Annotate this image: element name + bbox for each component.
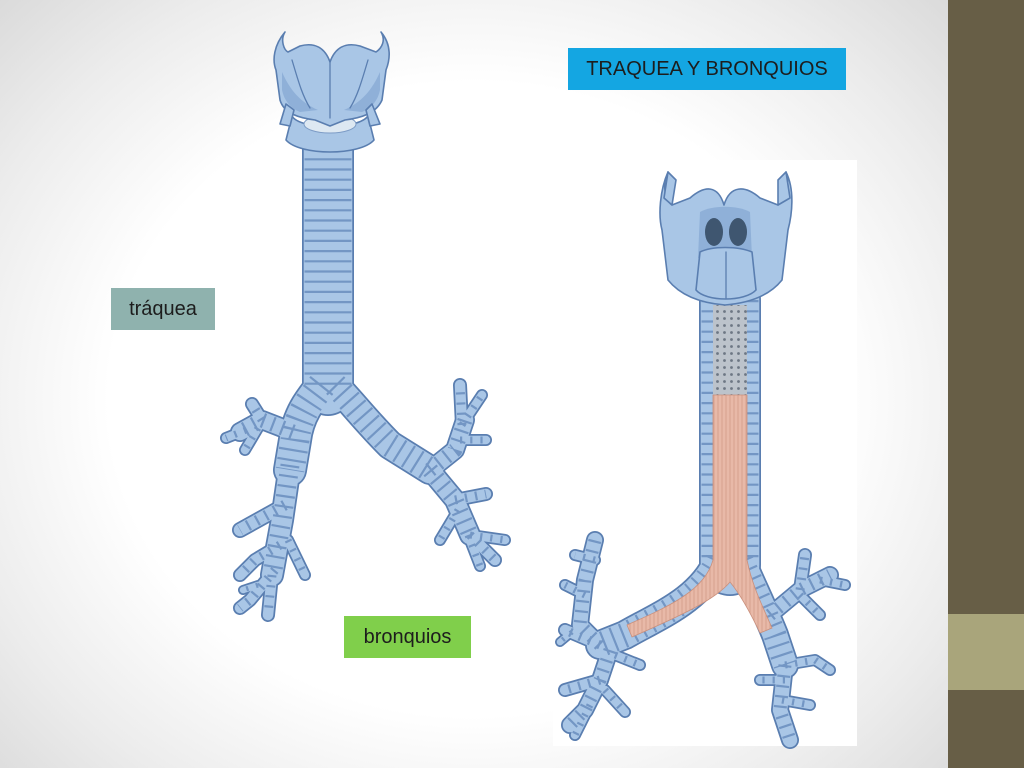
front-left-lower-bronchus-rings bbox=[262, 463, 300, 577]
front-right-lower-sub-a-fill bbox=[449, 488, 492, 506]
posterior-left-lower-branch-fill bbox=[562, 642, 618, 733]
posterior-left-lower-sub-c-rings bbox=[613, 651, 642, 669]
posterior-right-upper-sub-b-rings bbox=[819, 576, 846, 589]
front-left-upper-sub-a-fill bbox=[246, 398, 268, 426]
posterior-arytenoid-left bbox=[705, 218, 723, 246]
front-right-upper-sub-b-fill bbox=[457, 390, 487, 430]
front-right-main-bronchus-fill bbox=[321, 371, 444, 484]
front-larynx bbox=[273, 31, 390, 153]
front-inferior-horn-right bbox=[365, 103, 381, 127]
front-left-lower-branch-a-fill bbox=[234, 539, 286, 581]
front-left-main-bronchus-rings bbox=[275, 375, 334, 473]
posterior-superior-horn-left bbox=[663, 171, 677, 206]
posterior-right-upper-sub-c-fill bbox=[795, 590, 825, 620]
trachea-illustration-posterior bbox=[553, 160, 857, 749]
front-left-upper-sub-c-rings bbox=[241, 426, 262, 452]
posterior-membranous-wall bbox=[626, 394, 773, 638]
front-thyroid-oblique-right bbox=[349, 59, 369, 109]
front-thyroid-shadow-right bbox=[344, 72, 380, 112]
front-left-upper-branch-rings bbox=[236, 412, 296, 439]
slide-title: TRAQUEA Y BRONQUIOS bbox=[568, 48, 846, 90]
front-left-upper-sub-b-rings bbox=[224, 426, 248, 442]
trachea-illustration-front bbox=[220, 31, 511, 622]
front-left-lower-branch-d-rings bbox=[284, 538, 309, 577]
posterior-left-lower-sub-a-fill bbox=[559, 674, 606, 696]
front-left-mid-branch-rings bbox=[237, 500, 288, 535]
front-thyroid-shadow-left bbox=[282, 72, 318, 112]
posterior-right-lower-sub-c-rings bbox=[784, 656, 832, 673]
bronchi-label: bronquios bbox=[344, 616, 471, 658]
airway-ring-layer bbox=[224, 148, 506, 616]
posterior-left-upper-sub-a-rings bbox=[563, 581, 587, 599]
posterior-left-upper-sub-b-rings bbox=[574, 551, 596, 564]
posterior-tracheal-glands bbox=[713, 305, 747, 397]
front-right-lower-sub-d-fill bbox=[465, 530, 510, 545]
front-thyroid-oblique-left bbox=[291, 59, 311, 109]
front-left-lower-branch-e-fill bbox=[239, 581, 262, 594]
front-inferior-horn-left bbox=[279, 103, 295, 127]
front-right-lower-sub-c-fill bbox=[463, 530, 485, 571]
front-right-upper-branch-rings bbox=[425, 417, 473, 476]
posterior-superior-horn-right bbox=[777, 171, 791, 206]
posterior-left-lower-sub-b-fill bbox=[570, 700, 595, 740]
trachea-label: tráquea bbox=[111, 288, 215, 330]
anatomy-illustrations bbox=[220, 31, 857, 749]
posterior-left-lower-sub-d-fill bbox=[600, 685, 630, 717]
posterior-right-lower-sub-b-fill bbox=[777, 695, 815, 710]
posterior-larynx bbox=[659, 171, 793, 306]
front-left-lower-branch-c-fill bbox=[262, 569, 278, 621]
front-airway-tree bbox=[220, 122, 511, 622]
posterior-arytenoid-right bbox=[729, 218, 747, 246]
sidebar-accent-block bbox=[948, 614, 1024, 690]
